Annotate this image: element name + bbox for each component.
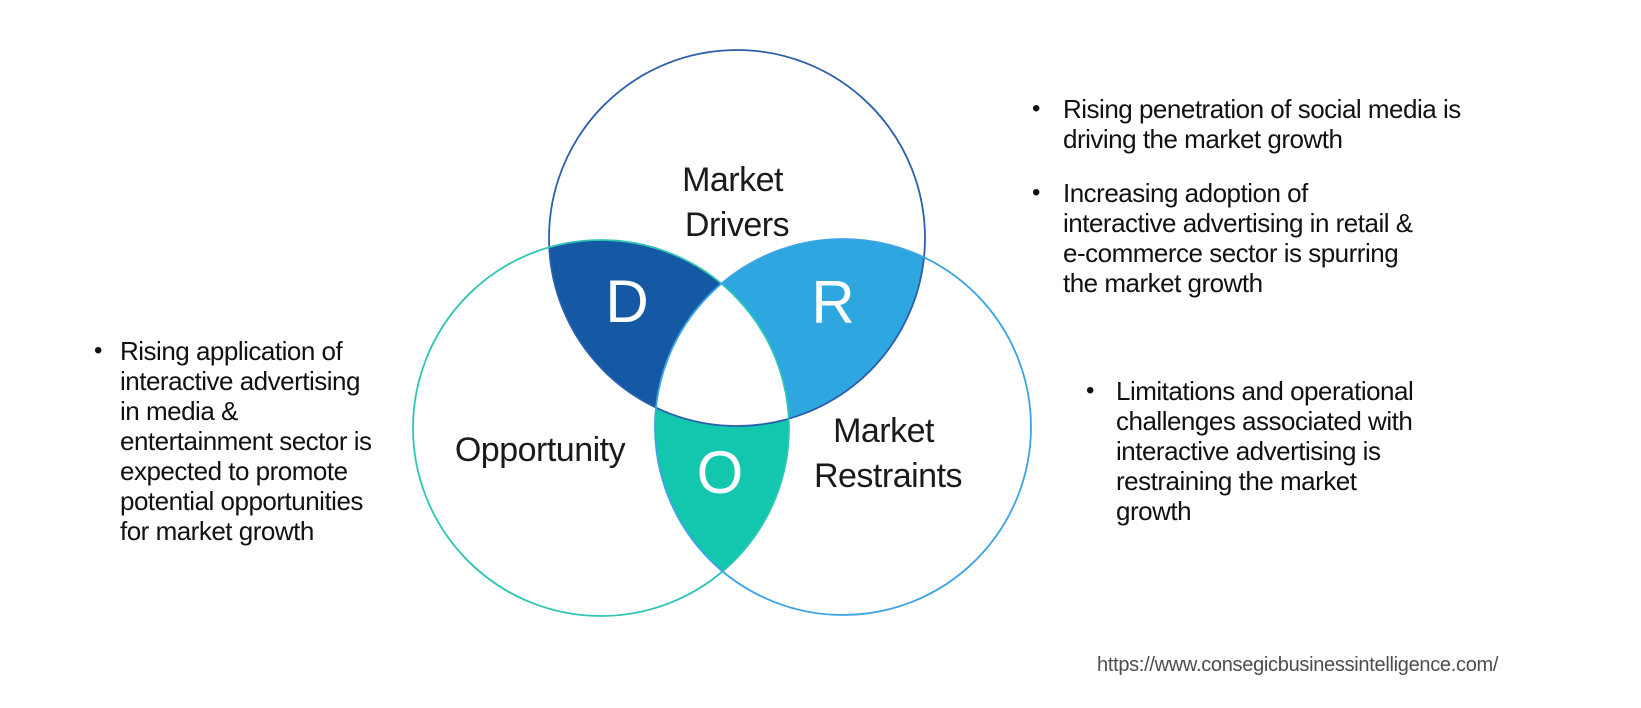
restraints-note-text: Limitations and operational challenges a… xyxy=(1116,376,1414,526)
drivers-note-text-1: Rising penetration of social media is dr… xyxy=(1063,94,1461,154)
opportunity-circle-outline xyxy=(412,239,790,617)
letter-o: O xyxy=(697,439,744,506)
drivers-note-text-2: Increasing adoption of interactive adver… xyxy=(1063,178,1413,298)
restraints-notes-block: • Limitations and operational challenges… xyxy=(1076,376,1456,526)
opportunity-note-text: Rising application of interactive advert… xyxy=(120,336,372,546)
drivers-label-line2: Drivers xyxy=(685,206,789,244)
restraints-label: Market Restraints xyxy=(814,412,962,495)
drivers-circle-outline xyxy=(548,49,926,427)
opportunity-notes-block: • Rising application of interactive adve… xyxy=(84,336,414,546)
bullet-marker: • xyxy=(1032,95,1041,122)
bullet-marker: • xyxy=(94,337,103,364)
list-item: • Increasing adoption of interactive adv… xyxy=(1022,178,1502,298)
bullet-marker: • xyxy=(1086,377,1095,404)
letter-d: D xyxy=(605,268,648,335)
restraints-circle-outline xyxy=(654,238,1032,616)
list-item: • Rising application of interactive adve… xyxy=(84,336,414,546)
source-url-link[interactable]: https://www.consegicbusinessintelligence… xyxy=(1097,654,1499,676)
drivers-notes-block: • Rising penetration of social media is … xyxy=(1022,94,1502,298)
opportunity-label: Opportunity xyxy=(455,431,626,469)
list-item: • Limitations and operational challenges… xyxy=(1076,376,1456,526)
restraints-label-line2: Restraints xyxy=(814,457,962,495)
letter-r: R xyxy=(811,269,854,336)
drivers-label: Market Drivers xyxy=(682,161,792,244)
bullet-marker: • xyxy=(1032,179,1041,206)
restraints-label-line1: Market xyxy=(833,412,935,450)
list-item: • Rising penetration of social media is … xyxy=(1022,94,1502,154)
drivers-label-line1: Market xyxy=(682,161,784,199)
